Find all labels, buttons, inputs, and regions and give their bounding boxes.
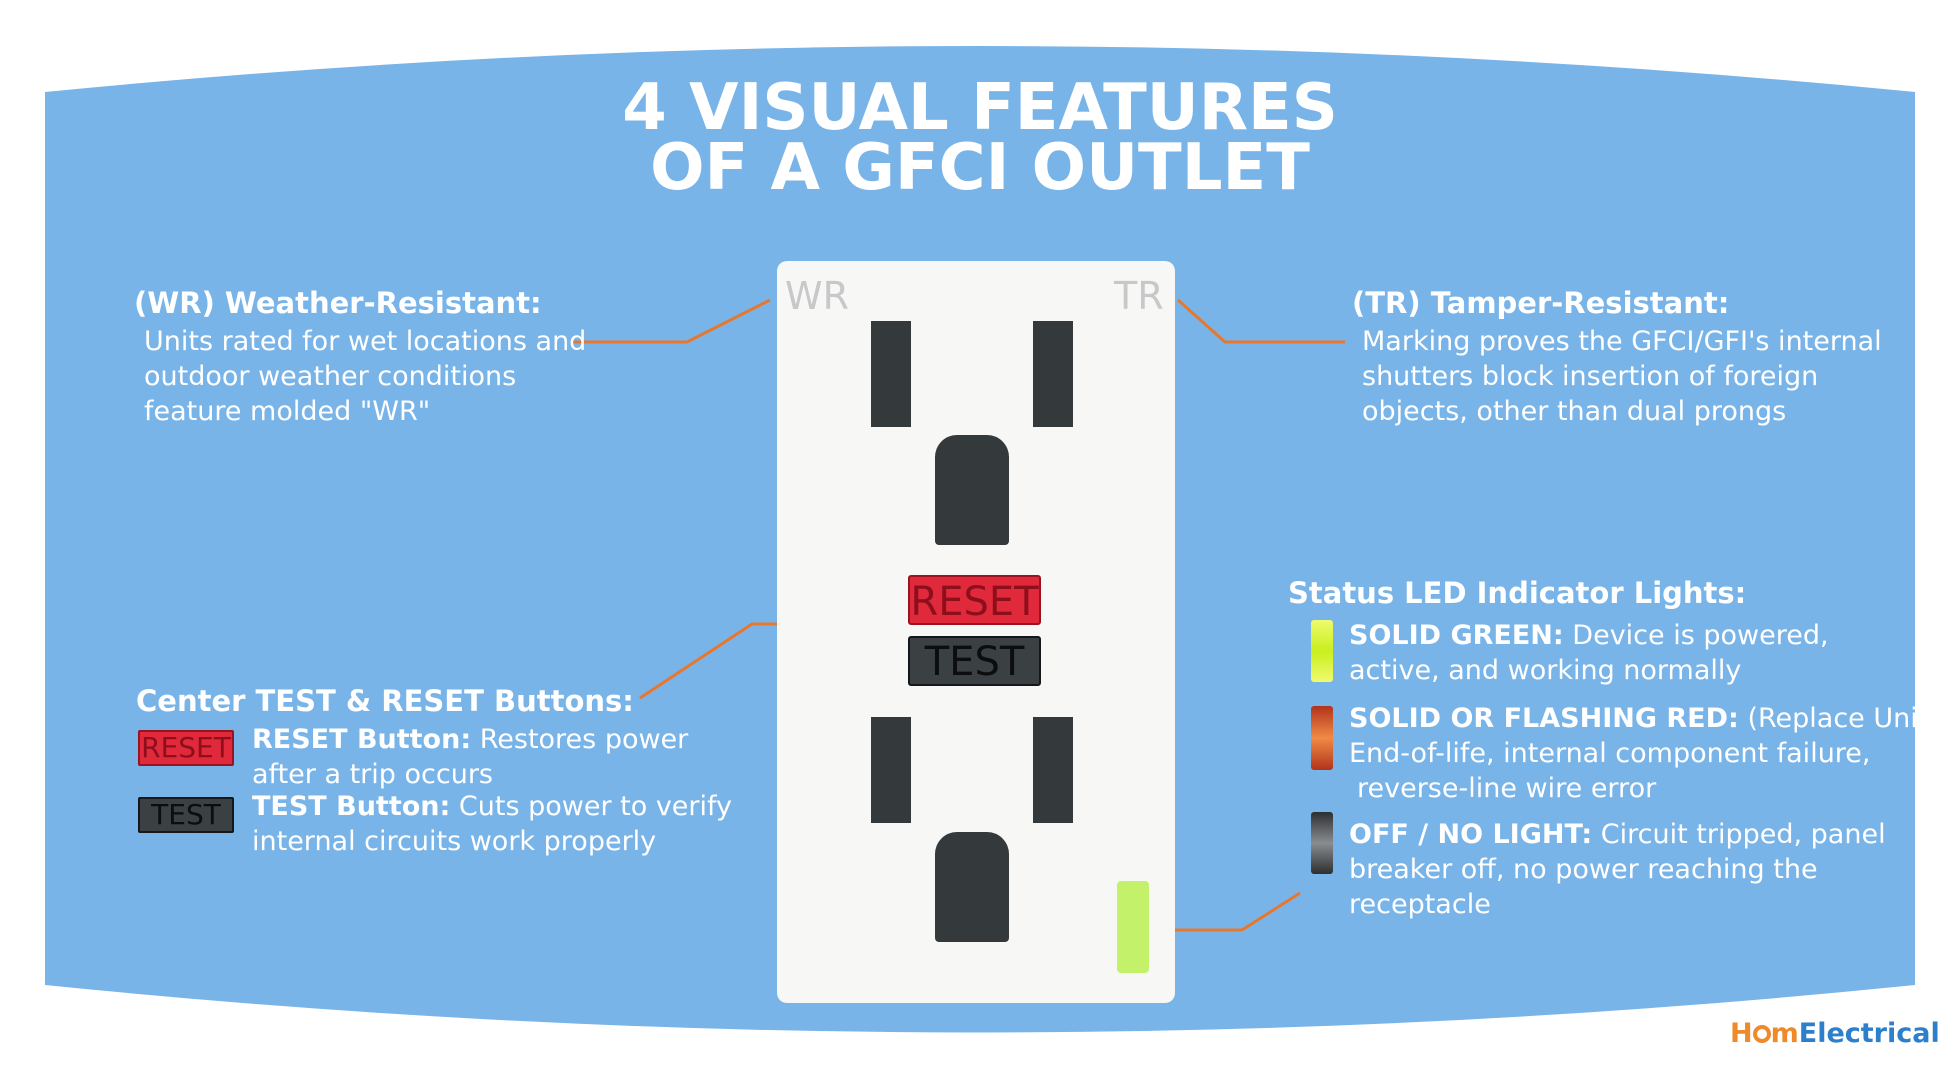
upper-left-slot xyxy=(871,321,911,427)
wr-line-3: feature molded "WR" xyxy=(144,396,431,427)
test-label: TEST Button: xyxy=(252,791,451,822)
reset-description: RESET Button: Restores power after a tri… xyxy=(252,722,688,792)
tr-heading: (TR) Tamper-Resistant: xyxy=(1352,286,1730,320)
wr-heading: (WR) Weather-Resistant: xyxy=(134,286,542,320)
lower-left-slot xyxy=(871,717,911,823)
wr-description: Units rated for wet locations and outdoo… xyxy=(144,324,586,429)
outlet-status-led xyxy=(1117,881,1149,973)
reset-desc-1: Restores power xyxy=(479,724,689,755)
green-led-desc-1: Device is powered, xyxy=(1572,620,1829,651)
tr-connector-line xyxy=(1177,298,1345,344)
tr-molded-mark: TR xyxy=(1114,274,1164,318)
red-led-note: (Replace Unit) xyxy=(1747,703,1939,734)
title-line-1: 4 VISUAL FEATURES xyxy=(622,71,1338,145)
page-title: 4 VISUAL FEATURES OF A GFCI OUTLET xyxy=(0,71,1960,205)
logo-part-3: Electrical xyxy=(1798,1018,1940,1049)
green-led-label: SOLID GREEN: xyxy=(1349,620,1564,651)
red-led-desc-2: reverse-line wire error xyxy=(1357,773,1657,804)
upper-right-slot xyxy=(1033,321,1073,427)
tr-line-3: objects, other than dual prongs xyxy=(1362,396,1787,427)
test-badge: TEST xyxy=(138,797,234,833)
lower-ground-hole xyxy=(935,832,1009,942)
test-button[interactable]: TEST xyxy=(908,636,1041,686)
green-led-description: SOLID GREEN: Device is powered, active, … xyxy=(1349,618,1829,688)
red-led-description: SOLID OR FLASHING RED: (Replace Unit) En… xyxy=(1349,701,1939,806)
tr-line-1: Marking proves the GFCI/GFI's internal xyxy=(1362,326,1882,357)
reset-button[interactable]: RESET xyxy=(908,575,1041,625)
off-led-desc-3: receptacle xyxy=(1349,889,1491,920)
red-led-label: SOLID OR FLASHING RED: xyxy=(1349,703,1739,734)
title-line-2: OF A GFCI OUTLET xyxy=(650,131,1310,205)
upper-ground-hole xyxy=(935,435,1009,545)
off-led-desc-1: Circuit tripped, panel xyxy=(1600,819,1886,850)
wr-connector-line xyxy=(571,298,771,344)
test-description: TEST Button: Cuts power to verify intern… xyxy=(252,789,732,859)
tr-description: Marking proves the GFCI/GFI's internal s… xyxy=(1362,324,1882,429)
reset-label: RESET Button: xyxy=(252,724,472,755)
wr-line-2: outdoor weather conditions xyxy=(144,361,517,392)
led-heading: Status LED Indicator Lights: xyxy=(1288,576,1747,610)
reset-desc-2: after a trip occurs xyxy=(252,759,493,790)
wr-molded-mark: WR xyxy=(785,274,849,318)
reset-badge: RESET xyxy=(138,730,234,766)
logo-part-2: m xyxy=(1770,1018,1799,1049)
off-led-label: OFF / NO LIGHT: xyxy=(1349,819,1593,850)
red-led-swatch xyxy=(1311,706,1333,770)
green-led-desc-2: active, and working normally xyxy=(1349,655,1742,686)
logo-outlet-icon xyxy=(1752,1025,1771,1043)
off-led-description: OFF / NO LIGHT: Circuit tripped, panel b… xyxy=(1349,817,1886,922)
off-led-desc-2: breaker off, no power reaching the xyxy=(1349,854,1818,885)
wr-line-1: Units rated for wet locations and xyxy=(144,326,587,357)
red-led-desc-1: End-of-life, internal component failure, xyxy=(1349,738,1871,769)
led-connector-line xyxy=(1162,891,1301,932)
test-desc-2: internal circuits work properly xyxy=(252,826,657,857)
buttons-heading: Center TEST & RESET Buttons: xyxy=(136,684,634,718)
test-desc-1: Cuts power to verify xyxy=(458,791,733,822)
green-led-swatch xyxy=(1311,620,1333,682)
logo-part-1: H xyxy=(1730,1018,1753,1049)
lower-right-slot xyxy=(1033,717,1073,823)
off-led-swatch xyxy=(1311,812,1333,874)
tr-line-2: shutters block insertion of foreign xyxy=(1362,361,1819,392)
